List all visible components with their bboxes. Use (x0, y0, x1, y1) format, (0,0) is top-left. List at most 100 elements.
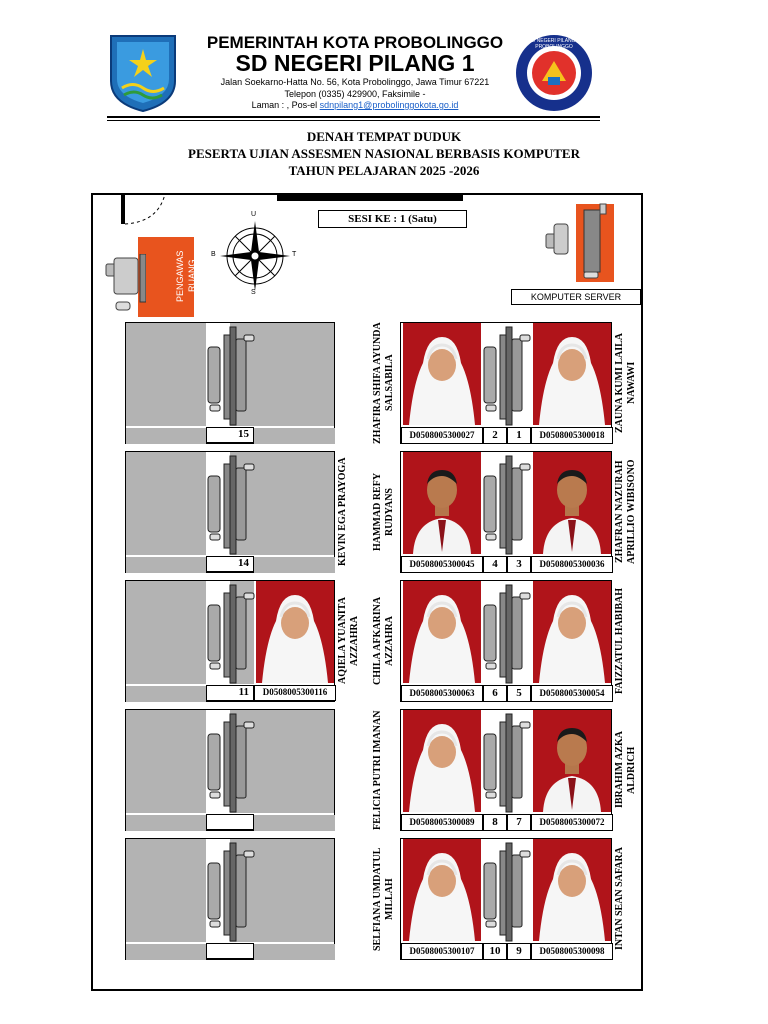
right-seating-column: D0508005300027 2 1 D0508005300018 ZHAFIR… (372, 322, 637, 960)
student-id-left: D0508005300089 (401, 814, 483, 831)
left-desk-block (125, 838, 335, 960)
seat-number-left: 4 (483, 556, 507, 573)
compass-south: S (251, 289, 256, 296)
desk-footer-gray (126, 428, 206, 444)
seat-number: 15 (206, 427, 254, 443)
desk-gray-left (126, 839, 206, 942)
seat-icon (206, 583, 256, 685)
desk-footer-gray (126, 944, 206, 960)
right-desk-block: D0508005300089 8 7 D0508005300072 (400, 709, 613, 831)
desk-footer-gray-right (254, 428, 335, 444)
school-web: Laman : , Pos-el sdnpilang1@probolinggok… (190, 100, 520, 110)
seat-number-left: 2 (483, 427, 507, 444)
school-logo: SD NEGERI PILANG 1 PROBOLINGGO (514, 33, 594, 113)
student-name: KEVIN EGA PRAYOGA (337, 457, 348, 567)
seat-number-left: 10 (483, 943, 507, 960)
student-name-left: CHILA AFKARINA AZZAHRA (372, 596, 395, 686)
desk-footer-gray-right (254, 815, 335, 831)
seat-icon (206, 454, 256, 556)
supervisor-chair (104, 253, 147, 314)
seat-icon (482, 712, 532, 814)
desk-footer-gray (126, 557, 206, 573)
student-id-right: D0508005300072 (531, 814, 613, 831)
left-seating-column: 15 14 KEVIN EGA PRAYOGA 11 D050800530011… (125, 322, 360, 960)
seat-number-right: 5 (507, 685, 531, 702)
seat-icon (482, 454, 532, 556)
student-id-right: D0508005300054 (531, 685, 613, 702)
session-label: SESI KE : 1 (Satu) (318, 210, 467, 228)
seat-icon (206, 712, 256, 814)
email-link[interactable]: sdnpilang1@probolinggokota.go.id (319, 100, 459, 110)
seat-number-left: 8 (483, 814, 507, 831)
student-photo-right (533, 452, 611, 554)
desk-footer-gray (126, 815, 206, 831)
student-photo-left (403, 323, 481, 425)
desk-gray-left (126, 581, 206, 684)
compass-east: T (292, 251, 297, 258)
student-photo (256, 581, 334, 683)
desk-footer-gray-right (254, 944, 335, 960)
seat-icon (482, 325, 532, 427)
whiteboard (277, 193, 463, 201)
student-id-right: D0508005300036 (531, 556, 613, 573)
header-rule-thick (107, 116, 600, 118)
student-photo-left (403, 452, 481, 554)
compass-icon (210, 215, 300, 297)
title-line-3: TAHUN PELAJARAN 2025 -2026 (288, 163, 480, 178)
school-phone: Telepon (0335) 429900, Faksimile - (284, 89, 426, 99)
seat-icon (206, 325, 256, 427)
school-name: SD NEGERI PILANG 1 (235, 50, 475, 76)
school-logo-text: SD NEGERI PILANG 1 PROBOLINGGO (528, 38, 580, 50)
seat-number-right: 7 (507, 814, 531, 831)
header-rule-thin (107, 120, 600, 121)
compass-north: U (251, 211, 257, 218)
student-id-right: D0508005300018 (531, 427, 613, 444)
server-label: KOMPUTER SERVER (511, 289, 641, 305)
student-name-right: ZHAFRAN NAZURAH APRILLIO WIBISONO (614, 459, 637, 565)
desk-gray-left (126, 452, 206, 555)
student-photo-right (533, 839, 611, 941)
student-id-left: D0508005300045 (401, 556, 483, 573)
title-line-2: PESERTA UJIAN ASSESMEN NASIONAL BERBASIS… (188, 146, 580, 161)
seat-number: 14 (206, 556, 254, 572)
compass-west: B (211, 251, 216, 258)
seat-number (206, 943, 254, 959)
server-chair (544, 202, 614, 282)
seat-icon (482, 583, 532, 685)
seat-number-right: 1 (507, 427, 531, 444)
desk-footer-gray-right (254, 557, 335, 573)
seat-number-right: 3 (507, 556, 531, 573)
door (93, 193, 173, 234)
left-desk-block (125, 709, 335, 831)
student-name-left: ZHAFIRA SHIFA AYUNDA SALSABILA (372, 322, 395, 444)
seat-icon (482, 841, 532, 943)
student-id-right: D0508005300098 (531, 943, 613, 960)
student-name-left: SELFIANA UMDATUL MILLAH (372, 847, 395, 951)
student-photo-left (403, 839, 481, 941)
student-name-left: FELICIA PUTRI IMANAN (372, 710, 383, 830)
student-id: D0508005300116 (254, 685, 336, 701)
web-prefix: Laman : , Pos-el (251, 100, 318, 110)
student-id-left: D0508005300063 (401, 685, 483, 702)
supervisor-desk (138, 237, 194, 317)
right-desk-block: D0508005300045 4 3 D0508005300036 (400, 451, 613, 573)
seat-number: 11 (206, 685, 254, 701)
right-desk-block: D0508005300063 6 5 D0508005300054 (400, 580, 613, 702)
left-desk-block: 14 (125, 451, 335, 573)
student-id-left: D0508005300107 (401, 943, 483, 960)
student-photo-right (533, 323, 611, 425)
student-name-right: ZAUNA KUMI LAILA NAWAWI (614, 333, 637, 434)
student-name-right: IBRAHIM AZKA ALDRICH (614, 731, 637, 809)
student-photo-left (403, 710, 481, 812)
city-logo (108, 33, 178, 113)
seat-number-right: 9 (507, 943, 531, 960)
desk-gray-left (126, 710, 206, 813)
student-photo-right (533, 581, 611, 683)
student-name: AQIELA YUANITA AZZAHRA (337, 597, 360, 685)
right-desk-block: D0508005300027 2 1 D0508005300018 (400, 322, 613, 444)
student-name-right: INTAN SEAN SAFARA (614, 847, 625, 951)
left-desk-block: 11 D0508005300116 (125, 580, 336, 702)
seat-icon (206, 841, 256, 943)
school-address: Jalan Soekarno-Hatta No. 56, Kota Probol… (220, 77, 490, 87)
desk-footer-gray (126, 686, 206, 702)
